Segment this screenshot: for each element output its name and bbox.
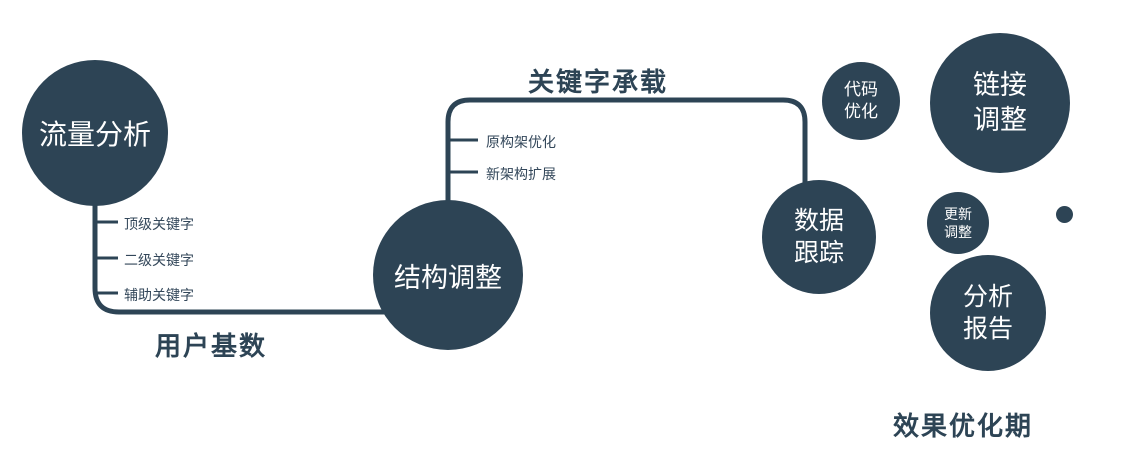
branch-label-orig-framework: 原构架优化 xyxy=(486,134,556,150)
caption-effect-optimization: 效果优化期 xyxy=(893,411,1034,441)
node-structure-adjust: 结构调整 xyxy=(373,200,523,350)
node-analysis-report: 分析报告 xyxy=(930,255,1046,371)
edge-traffic-to-structure xyxy=(92,198,402,315)
node-structure-adjust-label: 结构调整 xyxy=(394,262,502,293)
node-analysis-report-label: 分析报告 xyxy=(962,282,1013,344)
node-traffic-analysis-label: 流量分析 xyxy=(38,119,151,150)
node-link-adjustment: 链接调整 xyxy=(930,33,1070,173)
node-code-optimization-label: 代码优化 xyxy=(843,79,878,121)
branch-label-new-framework: 新架构扩展 xyxy=(486,166,556,182)
branch-label-second-keyword: 二级关键字 xyxy=(124,252,194,268)
node-data-tracking-label: 数据跟踪 xyxy=(793,206,844,268)
edge-label-keyword-carrying: 关键字承载 xyxy=(528,67,669,97)
edge-structure-to-tracking xyxy=(445,97,808,205)
node-code-optimization: 代码优化 xyxy=(822,62,900,140)
node-traffic-analysis: 流量分析 xyxy=(22,60,168,206)
branch-label-aux-keyword: 辅助关键字 xyxy=(124,287,194,303)
node-link-adjustment-label: 链接调整 xyxy=(972,69,1027,135)
edge-label-user-base: 用户基数 xyxy=(155,331,268,361)
node-data-tracking: 数据跟踪 xyxy=(762,180,876,294)
node-update-adjustment-label: 更新调整 xyxy=(944,205,972,240)
branch-label-top-keyword: 顶级关键字 xyxy=(124,216,194,232)
node-update-adjustment: 更新调整 xyxy=(927,192,989,254)
bullet-dot xyxy=(1056,206,1073,223)
